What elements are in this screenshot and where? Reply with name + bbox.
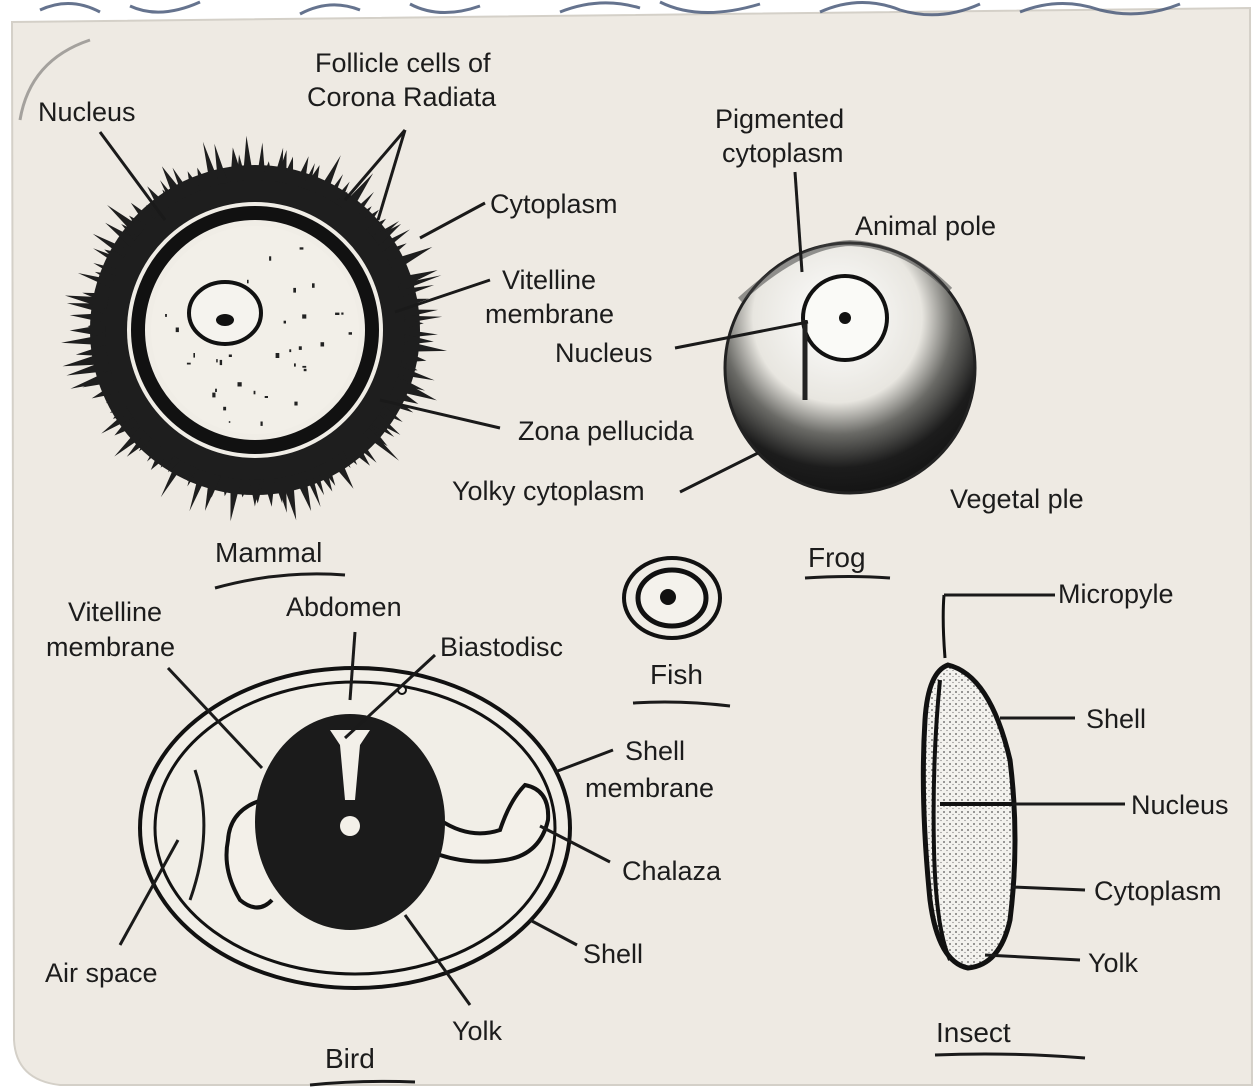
latebra-base (340, 816, 360, 836)
cytoplasm-speck (176, 328, 179, 333)
cytoplasm-speck (229, 421, 231, 423)
cytoplasm-speck (238, 382, 242, 386)
cytoplasm-speck (293, 288, 296, 293)
bird-label-shell-membrane-1: Shell (625, 736, 685, 766)
frog-label-nucleus: Nucleus (555, 338, 653, 368)
mammal-label-nucleus: Nucleus (38, 97, 136, 127)
insect-label-yolk: Yolk (1088, 948, 1139, 978)
insect-label-micropyle: Micropyle (1058, 579, 1174, 609)
bird-label-abdomen: Abdomen (286, 592, 402, 622)
cytoplasm-speck (247, 280, 249, 284)
bird-caption: Bird (325, 1043, 375, 1074)
frog-label-pigmented-1: Pigmented (715, 104, 844, 134)
cytoplasm-speck (302, 366, 306, 368)
bird-egg (140, 668, 570, 988)
cytoplasm-speck (341, 313, 343, 315)
cytoplasm-speck (187, 363, 191, 365)
cytoplasm-speck (289, 349, 291, 352)
mammal-label-follicle-1: Follicle cells of (315, 48, 491, 78)
bird-label-shell: Shell (583, 939, 643, 969)
cytoplasm-speck (294, 363, 296, 366)
cytoplasm-speck (321, 342, 325, 346)
insect-label-shell: Shell (1086, 704, 1146, 734)
cytoplasm-speck (284, 321, 286, 324)
insect-caption: Insect (936, 1017, 1011, 1048)
cytoplasm-speck (294, 402, 297, 406)
mammal-label-cytoplasm: Cytoplasm (490, 189, 618, 219)
bird-label-shell-membrane-2: membrane (585, 773, 714, 803)
cytoplasm-speck (269, 256, 271, 260)
mammal-nucleus (189, 282, 261, 344)
mammal-label-vitelline-2: membrane (485, 299, 614, 329)
frog-egg (725, 243, 975, 493)
cytoplasm-speck (349, 332, 352, 335)
bird-label-yolk: Yolk (452, 1016, 503, 1046)
mammal-label-vitelline-1: Vitelline (502, 265, 596, 295)
cytoplasm-speck (193, 353, 195, 358)
insect-label-nucleus: Nucleus (1131, 790, 1229, 820)
bird-label-chalaza: Chalaza (622, 856, 722, 886)
cytoplasm-speck (220, 360, 222, 365)
fish-caption: Fish (650, 659, 703, 690)
cytoplasm-speck (254, 391, 256, 395)
cytoplasm-speck (212, 393, 215, 398)
bird-label-blastodisc: Biastodisc (440, 632, 563, 662)
cytoplasm-speck (216, 359, 218, 362)
cytoplasm-speck (335, 313, 339, 315)
mammal-label-zona: Zona pellucida (518, 416, 695, 446)
bird-label-vitelline-2: membrane (46, 632, 175, 662)
mammal-nucleolus (216, 314, 234, 326)
bird-label-air-space: Air space (45, 958, 158, 988)
cytoplasm-speck (300, 247, 304, 249)
cytoplasm-speck (276, 353, 280, 358)
cytoplasm-speck (265, 396, 268, 398)
frog-label-pigmented-2: cytoplasm (722, 138, 844, 168)
fish-nucleus (660, 589, 676, 605)
mammal-label-follicle-2: Corona Radiata (307, 82, 497, 112)
frog-caption: Frog (808, 542, 866, 573)
cytoplasm-speck (312, 283, 315, 288)
frog-label-yolky: Yolky cytoplasm (452, 476, 645, 506)
mammal-caption: Mammal (215, 537, 322, 568)
cytoplasm-speck (261, 422, 263, 426)
cytoplasm-speck (165, 314, 167, 317)
micropyle-tube (943, 595, 945, 658)
cytoplasm-speck (302, 314, 306, 318)
frog-label-vegetal: Vegetal ple (950, 484, 1084, 514)
cytoplasm-speck (299, 346, 302, 350)
cytoplasm-speck (229, 355, 232, 358)
cytoplasm-speck (223, 407, 226, 411)
bird-label-vitelline-1: Vitelline (68, 597, 162, 627)
frog-nucleolus (839, 312, 851, 324)
insect-label-cytoplasm: Cytoplasm (1094, 876, 1222, 906)
cytoplasm-speck (304, 369, 307, 371)
frog-label-animal-pole: Animal pole (855, 211, 996, 241)
cytoplasm-speck (215, 389, 217, 392)
